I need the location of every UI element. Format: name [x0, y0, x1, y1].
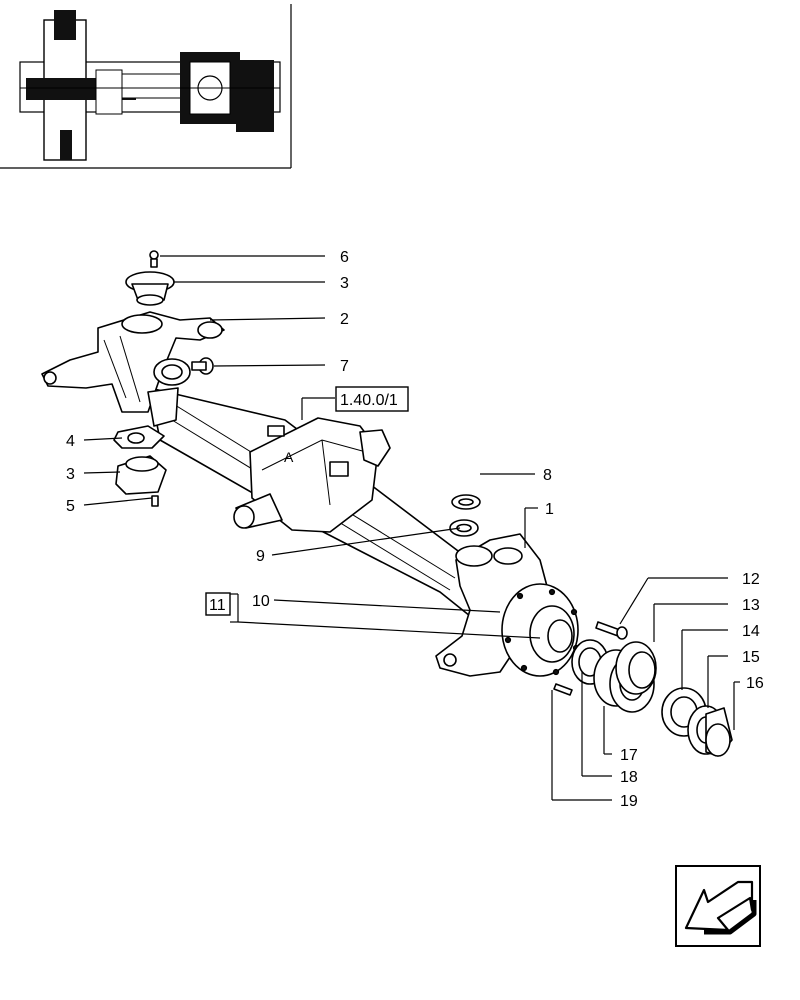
- callout-8: 8: [543, 467, 552, 484]
- part-3-upper-cap: [125, 271, 175, 306]
- svg-text:A: A: [284, 449, 294, 465]
- callout-7: 7: [340, 358, 349, 375]
- callout-5: 5: [66, 498, 75, 515]
- callouts: 6 3 2 7 4 3 5 8 1 9 10 12 13 14 15 16 17…: [66, 249, 764, 810]
- part-6-grease-fitting: [149, 250, 159, 268]
- callout-3-lower: 3: [66, 466, 75, 483]
- group-reference-box[interactable]: 1.40.0/1: [335, 386, 409, 412]
- callout-4: 4: [66, 433, 75, 450]
- part-5-screw: [151, 495, 159, 507]
- callout-19: 19: [620, 793, 638, 810]
- part-8-seal: [451, 494, 481, 510]
- axle-thumbnail: [0, 4, 292, 169]
- assembly-reference-box[interactable]: 11: [205, 592, 231, 616]
- callout-18: 18: [620, 769, 638, 786]
- part-9-bushing: [449, 519, 479, 537]
- axle-housing: A: [149, 387, 521, 641]
- callout-10: 10: [252, 593, 270, 610]
- callout-17: 17: [620, 747, 638, 764]
- leader-lines: [83, 255, 740, 801]
- thumbnail-axle-drawing: [19, 10, 281, 161]
- callout-16: 16: [746, 675, 764, 692]
- callout-3-upper: 3: [340, 275, 349, 292]
- right-steering-knuckle: [435, 533, 580, 677]
- part-13-ring: [615, 641, 657, 695]
- callout-2: 2: [340, 311, 349, 328]
- callout-15: 15: [742, 649, 760, 666]
- callout-6: 6: [340, 249, 349, 266]
- back-arrow-icon[interactable]: [675, 865, 761, 947]
- callout-14: 14: [742, 623, 760, 640]
- part-4-shim: [113, 425, 165, 449]
- part-12-bolt: [595, 621, 628, 640]
- part-19-screw: [553, 683, 573, 696]
- callout-9: 9: [256, 548, 265, 565]
- callout-13: 13: [742, 597, 760, 614]
- left-steering-knuckle: [41, 311, 225, 427]
- assembly-reference-label: 11: [209, 597, 226, 614]
- part-3-lower-cap: [115, 455, 167, 495]
- part-7-bolt: [191, 357, 214, 375]
- part-16-sleeve: [705, 707, 733, 757]
- callout-1: 1: [545, 501, 554, 518]
- callout-12: 12: [742, 571, 760, 588]
- group-reference-label: 1.40.0/1: [340, 392, 398, 409]
